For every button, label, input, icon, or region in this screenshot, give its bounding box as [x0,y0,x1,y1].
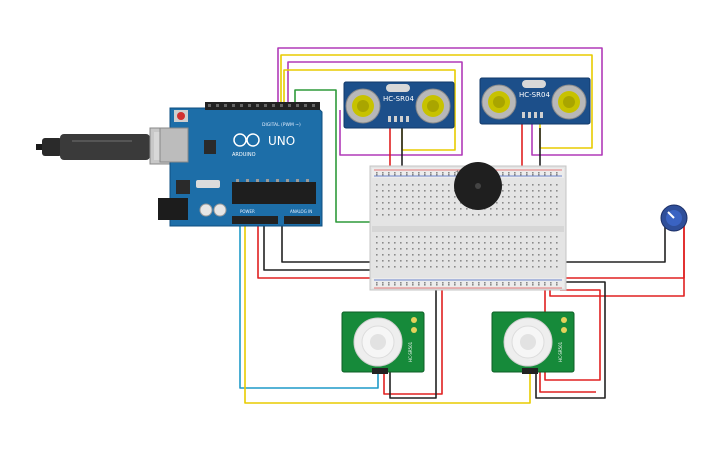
arduino-brand-label: ARDUINO [232,152,256,158]
wire-cyan-pir1[interactable] [239,222,379,389]
pir-sensor-2[interactable]: HC-SR501 [491,311,575,374]
pir-sensor-1[interactable]: HC-SR501 [341,311,425,374]
arduino-logo-icon [233,133,260,147]
arduino-digital-label: DIGITAL (PWM ~) [262,122,301,128]
wire-red-pir1[interactable] [383,288,443,395]
ultrasonic-1-label: HC-SR04 [383,95,414,103]
wire-red-pot[interactable] [549,225,685,297]
wire-black-gnd-2[interactable] [263,222,376,271]
pir-1-model-label: HC-SR501 [408,341,413,362]
piezo-buzzer-icon[interactable]: + [454,162,502,210]
breadboard-holes [376,172,558,286]
pir-2-model-label: HC-SR501 [558,341,563,362]
arduino-power-label: POWER [240,209,255,214]
arduino-model-label: UNO [268,134,295,148]
arduino-uno-board[interactable]: DIGITAL (PWM ~) UNO ARDUINO POWER ANALOG… [158,102,323,227]
ultrasonic-sensor-1[interactable]: HC-SR04 [343,81,455,129]
wire-black-pir1[interactable] [389,288,437,399]
ultrasonic-sensor-2[interactable]: HC-SR04 [479,77,591,125]
svg-text:+: + [455,169,460,176]
wire-red-pir2b[interactable] [539,372,596,393]
potentiometer-icon[interactable] [660,204,688,232]
wire-yellow-pir2[interactable] [244,222,531,404]
arduino-analog-label: ANALOG IN [290,209,312,214]
digital-header-pins [208,104,315,107]
wire-magenta-2[interactable] [277,47,603,156]
ultrasonic-2-label: HC-SR04 [519,91,550,99]
wire-black-pir2[interactable] [535,281,606,399]
